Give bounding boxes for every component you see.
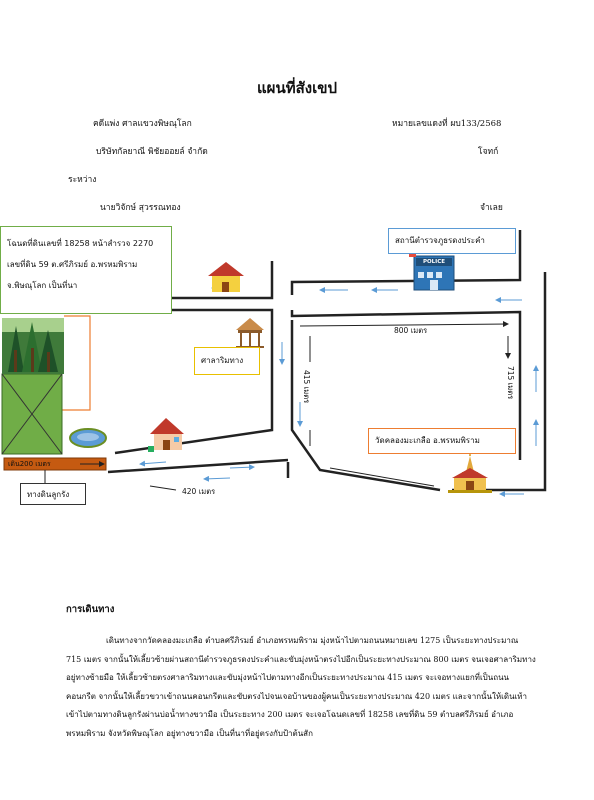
directions-heading: การเดินทาง [66,604,115,615]
pond-icon [69,428,107,448]
temple-icon [448,446,492,493]
field-plot [1,373,63,455]
distance-415-label: 415 เมตร [302,370,311,404]
deed-line-2: เลขที่ดิน 59 ต.ศรีภิรมย์ อ.พรหมพิราม [7,260,138,269]
directions-text: เดินทางจากวัดคลองมะเกลือ ตำบลศรีภิรมย์ อ… [66,636,536,738]
road-mid [290,310,522,460]
page-title: แผนที่สังเขป [257,79,337,97]
pavilion-box: ศาลาริมทาง [194,347,260,375]
road-diagonal [290,320,441,492]
temple-box: วัดคลองมะเกลือ อ.พรหมพิราม [368,428,516,454]
plaintiff-name: บริษัทกัลยาณี พิชัยออยล์ จำกัด [96,147,208,157]
road-right [452,272,547,492]
defendant-role: จำเลย [480,203,503,213]
deed-line-1: โฉนดที่ดินเลขที่ 18258 หน้าสำรวจ 2270 [7,239,154,248]
direction-arrows [111,285,539,497]
police-station-box: สถานีตำรวจภูธรดงประคำ [388,228,516,254]
distance-arrows [149,321,511,491]
teak-forest-image [2,318,64,374]
deed-info-box: โฉนดที่ดินเลขที่ 18258 หน้าสำรวจ 2270 เล… [0,226,172,314]
deed-connector-line [62,315,91,411]
deed-line-3: จ.พิษณุโลก เป็นที่นา [7,281,78,290]
case-number: หมายเลขแดงที่ ผบ133/2568 [392,119,502,129]
between-label: ระหว่าง [68,175,97,185]
walk-200-label: เดิน200 เมตร [8,460,51,468]
police-sign: POLICE [422,259,446,265]
distance-800-label: 800 เมตร [394,326,428,335]
distance-715-label: 715 เมตร [506,366,515,400]
house-icon-top [208,262,244,292]
dirt-road-bar [3,457,107,471]
house-icon-bottom [148,418,184,452]
police-station-icon [409,251,455,291]
distance-420-label: 420 เมตร [182,487,216,496]
pavilion-icon [236,318,264,348]
defendant-name: นายวิจักษ์ สุวรรณทอง [100,203,181,213]
road-top-right [290,230,522,295]
plaintiff-role: โจทก์ [478,147,499,157]
dirt-road-box: ทางดินลูกรัง [20,483,86,505]
road-bottom-left [107,458,289,474]
court-name: คดีแพ่ง ศาลแขวงพิษณุโลก [93,119,192,129]
